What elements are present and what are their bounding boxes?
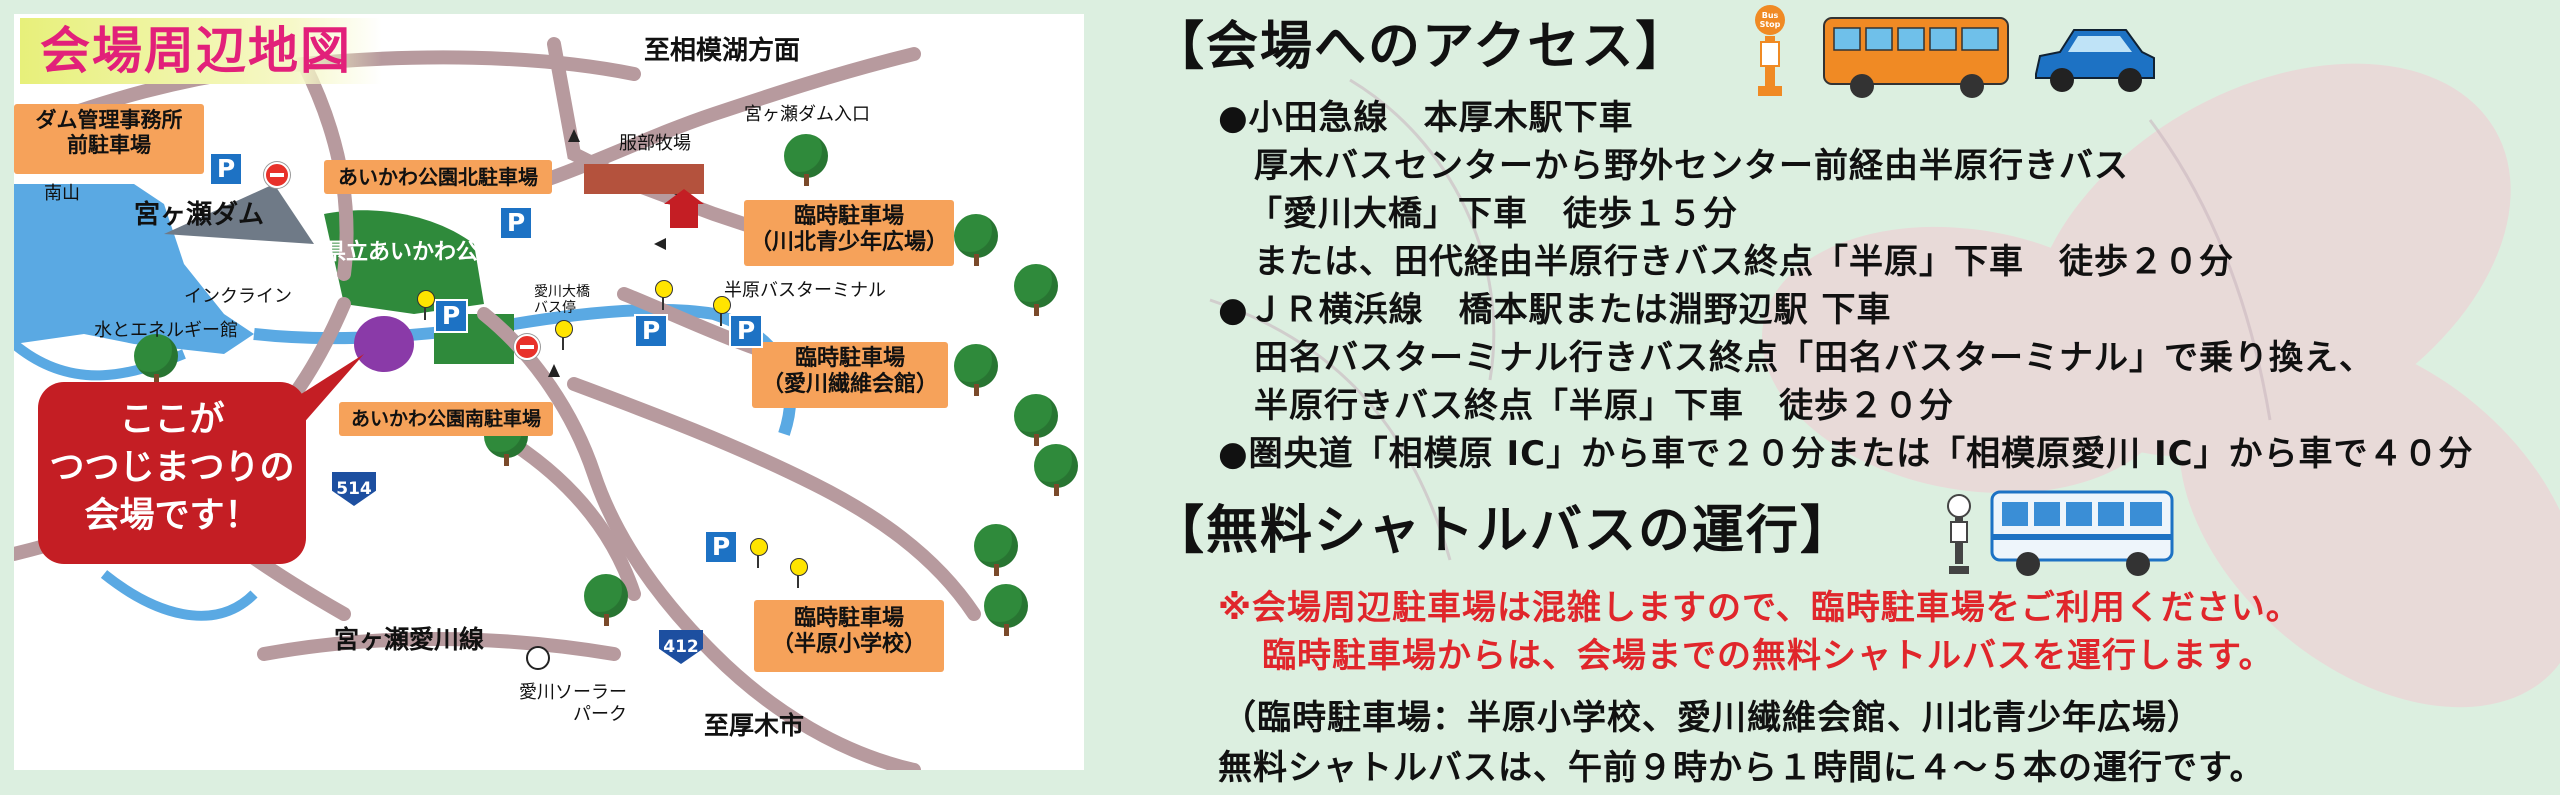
bus-stop-pin-icon <box>749 538 768 568</box>
label-solar-park: 愛川ソーラー パーク <box>519 682 627 725</box>
access-line-6: 田名バスターミナル行きバス終点「田名バスターミナル」で乗り換え、 <box>1254 338 2374 378</box>
label-dam-entrance: 宮ヶ瀬ダム入口 <box>744 104 870 125</box>
bus-stop-pin-icon <box>654 280 673 310</box>
tree-icon <box>1014 264 1058 316</box>
dam-office-parking-box: ダム管理事務所 前駐車場 <box>14 104 204 174</box>
temp-parking-kawakita-box: 臨時駐車場 （川北青少年広場） <box>744 200 954 266</box>
tree-icon <box>954 344 998 396</box>
svg-text:Bus: Bus <box>1762 11 1779 20</box>
tree-icon <box>1034 444 1078 496</box>
south-parking-box: あいかわ公園南駐車場 <box>339 402 553 436</box>
access-line-1: ●小田急線 本厚木駅下車 <box>1218 98 1634 138</box>
shuttle-schedule: 無料シャトルバスは、午前９時から１時間に４～５本の運行です。 <box>1218 748 2265 788</box>
shuttle-lots: （臨時駐車場：半原小学校、愛川繊維会館、川北青少年広場） <box>1222 698 2202 738</box>
parking-icon: P <box>729 314 763 348</box>
venue-area-map: 会場周辺地図 至相模湖方面 宮ヶ瀬ダム入口 服部牧場 南山 宮ヶ瀬ダム 県立あい… <box>14 14 1084 770</box>
temp-parking-school-box: 臨時駐車場 （半原小学校） <box>754 600 944 672</box>
access-line-5: ●ＪＲ横浜線 橋本駅または淵野辺駅 下車 <box>1218 290 1892 330</box>
tree-icon <box>584 574 628 626</box>
label-oohashi-bus-stop: 愛川大橋 バス停 <box>534 284 590 316</box>
label-park: 県立あいかわ公園 <box>324 240 501 265</box>
tree-icon <box>134 334 178 386</box>
label-miyagase-aikawa-line: 宮ヶ瀬愛川線 <box>334 625 485 654</box>
label-miyagase-dam: 宮ヶ瀬ダム <box>134 200 265 230</box>
label-minamiyama: 南山 <box>44 183 80 204</box>
access-line-3: 「愛川大橋」下車 徒歩１５分 <box>1248 194 1738 234</box>
bus-stop-sign-icon <box>1947 494 1971 574</box>
bus-stop-pin-icon <box>712 296 731 326</box>
label-hanbara-terminal: 半原バスターミナル <box>724 280 886 301</box>
bus-stop-pin-icon <box>554 320 573 350</box>
shuttle-notice-1: ※会場周辺駐車場は混雑しますので、臨時駐車場をご利用ください。 <box>1218 588 2301 628</box>
access-heading: 【会場へのアクセス】 <box>1152 17 1690 77</box>
map-title: 会場周辺地図 <box>20 18 382 84</box>
car-icon <box>2035 29 2155 92</box>
parking-icon: P <box>209 152 243 186</box>
access-line-7: 半原行きバス終点「半原」下車 徒歩２０分 <box>1254 386 1954 426</box>
parking-icon: P <box>434 299 468 333</box>
bus-stop-sign-icon: Bus Stop <box>1755 5 1785 96</box>
parking-icon: P <box>704 530 738 564</box>
bus-icon <box>1823 17 2009 98</box>
svg-text:Stop: Stop <box>1760 20 1781 29</box>
tree-icon <box>1014 394 1058 446</box>
north-parking-box: あいかわ公園北駐車場 <box>324 160 552 194</box>
venue-callout: ここが つつじまつりの 会場です！ <box>38 382 306 564</box>
temp-parking-textile-box: 臨時駐車場 （愛川繊維会館） <box>752 342 948 408</box>
label-hattori-farm: 服部牧場 <box>619 133 691 154</box>
bus-stop-pin-icon <box>789 558 808 588</box>
parking-icon: P <box>634 314 668 348</box>
access-line-4: または、田代経由半原行きバス終点「半原」下車 徒歩２０分 <box>1254 242 2234 282</box>
no-entry-sign-icon <box>264 162 290 188</box>
bus-stop-pin-icon <box>416 290 435 320</box>
shuttle-heading: 【無料シャトルバスの運行】 <box>1152 501 1855 561</box>
shuttle-notice-2: 臨時駐車場からは、会場までの無料シャトルバスを運行します。 <box>1262 636 2274 676</box>
tree-icon <box>954 214 998 266</box>
label-water-energy: 水とエネルギー館 <box>94 320 238 341</box>
label-to-sagamiko: 至相模湖方面 <box>644 36 801 66</box>
no-entry-sign-icon <box>514 334 540 360</box>
solar-park-marker <box>526 646 550 670</box>
tree-icon <box>784 134 828 186</box>
access-line-8: ●圏央道「相模原 IC」から車で２０分または「相模原愛川 IC」から車で４０分 <box>1218 434 2474 474</box>
parking-icon: P <box>499 206 533 240</box>
shuttle-bus-icon <box>1990 490 2174 576</box>
label-incline: インクライン <box>184 286 292 307</box>
access-line-2: 厚木バスセンターから野外センター前経由半原行きバス <box>1254 146 2129 186</box>
tree-icon <box>984 584 1028 636</box>
label-to-atsugi: 至厚木市 <box>704 711 805 740</box>
background-flower-illustration <box>1209 63 2560 708</box>
tree-icon <box>974 524 1018 576</box>
